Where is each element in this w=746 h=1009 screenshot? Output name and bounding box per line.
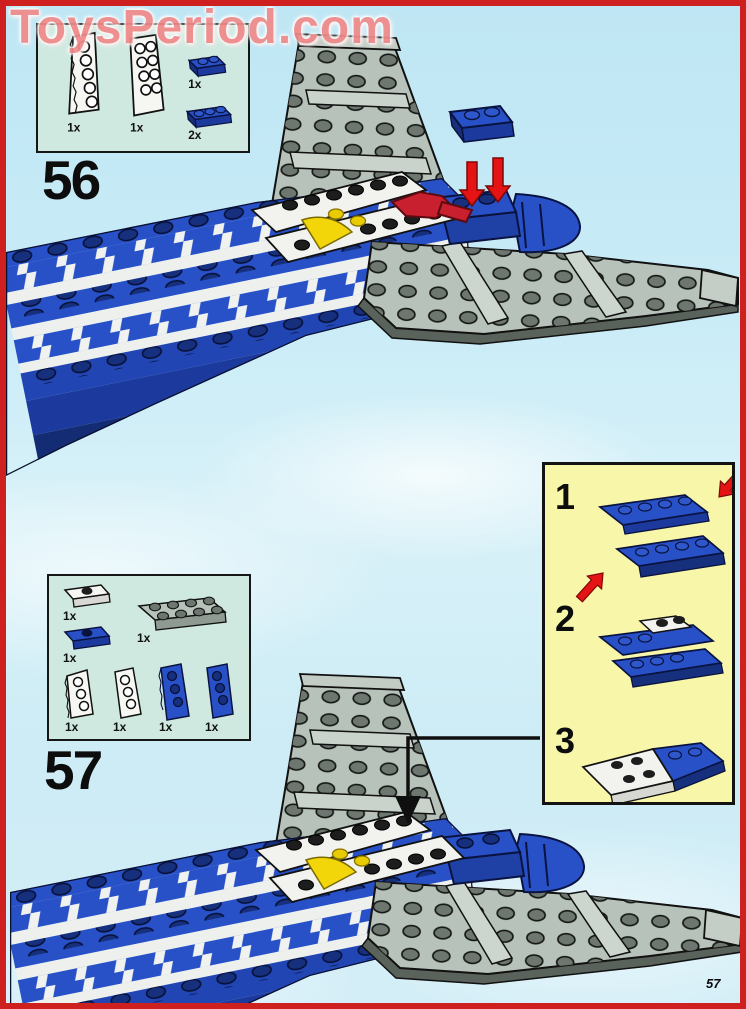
white-jumper-plate-part — [63, 584, 111, 608]
part-count: 1x — [137, 631, 151, 645]
part-count: 1x — [130, 120, 144, 134]
callout-leader-line — [406, 736, 540, 798]
white-wedge-left-part — [64, 669, 94, 719]
blue-plate-1x2-part — [187, 55, 227, 78]
watermark: ToysPeriod.com — [10, 1, 394, 54]
white-wedge-plate-left-part — [68, 31, 100, 115]
white-wedge-plate-right-part — [129, 33, 165, 117]
part-count: 1x — [113, 720, 127, 734]
part-count: 1x — [205, 720, 219, 734]
subassembly-steps-art: 1 2 — [555, 463, 740, 806]
callout-step-2-art — [597, 615, 724, 688]
blue-wedge-left-part — [158, 663, 190, 721]
part-count: 1x — [63, 651, 77, 665]
part-count: 1x — [188, 77, 202, 91]
callout-step-1-art — [571, 463, 740, 607]
placement-arrow-black — [395, 796, 421, 824]
gray-plate-2x4-part — [137, 596, 227, 631]
step-57-number: 57 — [44, 739, 103, 801]
red-accent-part — [390, 190, 474, 224]
part-count: 1x — [63, 609, 77, 623]
blue-plate-being-placed — [448, 104, 515, 143]
step-56-number: 56 — [42, 149, 101, 211]
callout-step-3-art — [581, 742, 726, 806]
callout-step-1-number: 1 — [555, 476, 575, 517]
blue-jumper-plate-part — [63, 626, 111, 650]
step-56-illustration — [6, 6, 746, 546]
white-wedge-right-part — [114, 667, 142, 719]
part-count: 1x — [159, 720, 173, 734]
step-56-parts-box: 1x 1x 1x 2x — [36, 23, 250, 153]
part-count: 2x — [188, 128, 202, 142]
subassembly-callout-box: 1 2 — [542, 462, 740, 806]
callout-step-2-number: 2 — [555, 598, 575, 639]
callout-step-3-number: 3 — [555, 720, 575, 761]
blue-plate-1x3-part — [185, 105, 233, 129]
page-number: 57 — [706, 976, 721, 991]
step-57-parts-art: 1x 1x 1x 1x 1x 1x 1x — [63, 584, 234, 734]
step-57-parts-box: 1x 1x 1x 1x 1x 1x 1x — [47, 574, 251, 741]
blue-wedge-right-part — [206, 663, 234, 719]
part-count: 1x — [67, 120, 81, 134]
step-56-parts-art: 1x 1x 1x 2x — [67, 31, 233, 142]
part-count: 1x — [65, 720, 79, 734]
step-57-illustration — [6, 606, 746, 1003]
